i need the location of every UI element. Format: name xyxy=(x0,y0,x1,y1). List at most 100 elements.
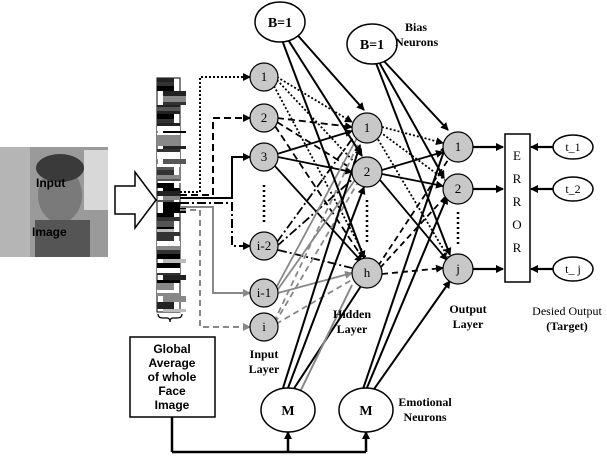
feature-vector-stripe xyxy=(157,229,174,232)
feature-vector-stripe xyxy=(157,175,180,179)
svg-text:R: R xyxy=(513,240,522,255)
feature-vector-stripe xyxy=(163,91,186,96)
feature-vector-stripe xyxy=(157,114,174,119)
output-node-j: j xyxy=(442,253,474,285)
svg-text:E: E xyxy=(513,148,521,163)
output-node-1: 1 xyxy=(442,131,474,163)
feature-vector-stripe xyxy=(157,241,180,246)
feature-vector-stripe xyxy=(157,107,180,111)
feature-vector-stripe xyxy=(157,213,174,217)
feature-vector-stripe xyxy=(163,275,186,280)
feature-vector-stripe xyxy=(157,293,180,296)
input-node-1: 1 xyxy=(249,62,279,92)
feature-vector-stripe xyxy=(157,283,174,290)
svg-text:2: 2 xyxy=(455,181,462,196)
feature-vector-stripe xyxy=(157,302,174,309)
feature-vector-stripe xyxy=(157,227,174,229)
feature-vector-stripe xyxy=(163,96,186,102)
hidden-output-links xyxy=(375,126,449,275)
hidden-node-2: 2 xyxy=(351,156,383,188)
global-average-line3: of whole xyxy=(148,370,197,384)
input-arrow xyxy=(114,169,157,231)
feature-vector-stripe xyxy=(157,86,174,91)
global-average-line1: Global xyxy=(153,342,190,356)
desired-output-label-line2: (Target) xyxy=(546,319,588,333)
feature-vector-stripe xyxy=(157,133,180,135)
input-hidden-links xyxy=(273,76,367,325)
feature-vector-stripe xyxy=(163,259,186,263)
feature-vector-stripe xyxy=(157,167,174,170)
svg-text:B=1: B=1 xyxy=(268,16,292,31)
brace xyxy=(157,313,183,323)
feature-vector-stripe xyxy=(157,135,180,142)
hidden-node-h: h xyxy=(351,257,383,289)
input-layer-label-line1: Input xyxy=(250,347,279,361)
face-image: Input Image xyxy=(0,147,108,257)
output-layer-label-line2: Layer xyxy=(453,317,484,331)
global-average-box xyxy=(129,336,216,418)
output-error-links xyxy=(472,143,504,273)
emotional-label-line1: Emotional xyxy=(398,395,452,409)
feature-vector-stripe xyxy=(157,149,180,152)
feature-vector-stripe xyxy=(157,268,180,273)
feature-vector-stripe xyxy=(163,102,186,105)
feature-vector-stripe xyxy=(163,208,186,213)
feature-vector-stripe xyxy=(157,232,180,236)
svg-text:M: M xyxy=(281,404,294,419)
svg-text:R: R xyxy=(513,194,522,209)
feature-vector-stripe xyxy=(157,280,180,283)
feature-vector-stripe xyxy=(157,123,180,126)
hidden-layer-label-line2: Layer xyxy=(337,322,368,336)
feature-vector-stripe xyxy=(157,191,180,196)
target-node-2: t_2 xyxy=(552,176,594,202)
feature-vector-stripe xyxy=(157,254,180,259)
feature-vector-stripe xyxy=(157,82,174,86)
input-image-label-bottom: Image xyxy=(32,225,67,239)
emotional-links xyxy=(282,144,451,393)
input-node-i-1: i-1 xyxy=(249,278,279,308)
feature-vector-stripe xyxy=(163,131,186,133)
svg-text:O: O xyxy=(512,217,521,232)
svg-text:1: 1 xyxy=(261,69,268,84)
bias-node-2: B=1 xyxy=(346,23,398,65)
svg-text:h: h xyxy=(364,265,371,280)
feature-vector-stripe xyxy=(157,273,180,275)
target-error-links xyxy=(530,143,558,273)
bias-label-line1: Bias xyxy=(405,20,427,34)
feature-vector-stripe xyxy=(157,179,180,181)
svg-text:3: 3 xyxy=(261,149,268,164)
input-image-label-top: Input xyxy=(36,176,65,190)
feature-vector-stripe xyxy=(157,78,174,82)
feature-vector-stripe xyxy=(163,202,180,208)
global-average-line5: Image xyxy=(155,398,190,412)
feature-vector-stripe xyxy=(157,152,180,159)
feature-vector-stripe xyxy=(157,119,174,123)
feature-vector-stripe xyxy=(157,221,174,227)
svg-text:R: R xyxy=(513,171,522,186)
hidden-node-1: 1 xyxy=(351,112,383,144)
output-node-2: 2 xyxy=(442,173,474,205)
feature-vector-stripe xyxy=(157,200,174,202)
output-layer-label-line1: Output xyxy=(449,302,486,316)
feature-vector-stripe xyxy=(163,181,186,183)
svg-text:1: 1 xyxy=(455,139,462,154)
feature-vector-stripe xyxy=(157,246,180,250)
svg-text:t_1: t_1 xyxy=(565,140,580,154)
feature-vector-stripe xyxy=(157,236,174,241)
feature-vector-stripe xyxy=(157,105,180,107)
feature-vector-stripe xyxy=(157,142,180,146)
continuation-dots xyxy=(262,185,460,245)
feature-vector-stripe xyxy=(157,170,174,175)
svg-text:j: j xyxy=(455,261,460,276)
desired-output-label-line1: Desied Output xyxy=(532,304,602,318)
feature-vector-stripe xyxy=(157,111,180,114)
input-node-i: i xyxy=(249,312,279,342)
svg-text:i: i xyxy=(262,319,266,334)
svg-text:t_ j: t_ j xyxy=(565,262,581,276)
feature-vector-stripe xyxy=(157,290,174,293)
feature-vector-stripe xyxy=(157,217,180,221)
feature-vector-stripe xyxy=(163,146,186,149)
bar-to-input-links xyxy=(180,73,251,331)
emotional-node-2: M xyxy=(338,387,394,433)
